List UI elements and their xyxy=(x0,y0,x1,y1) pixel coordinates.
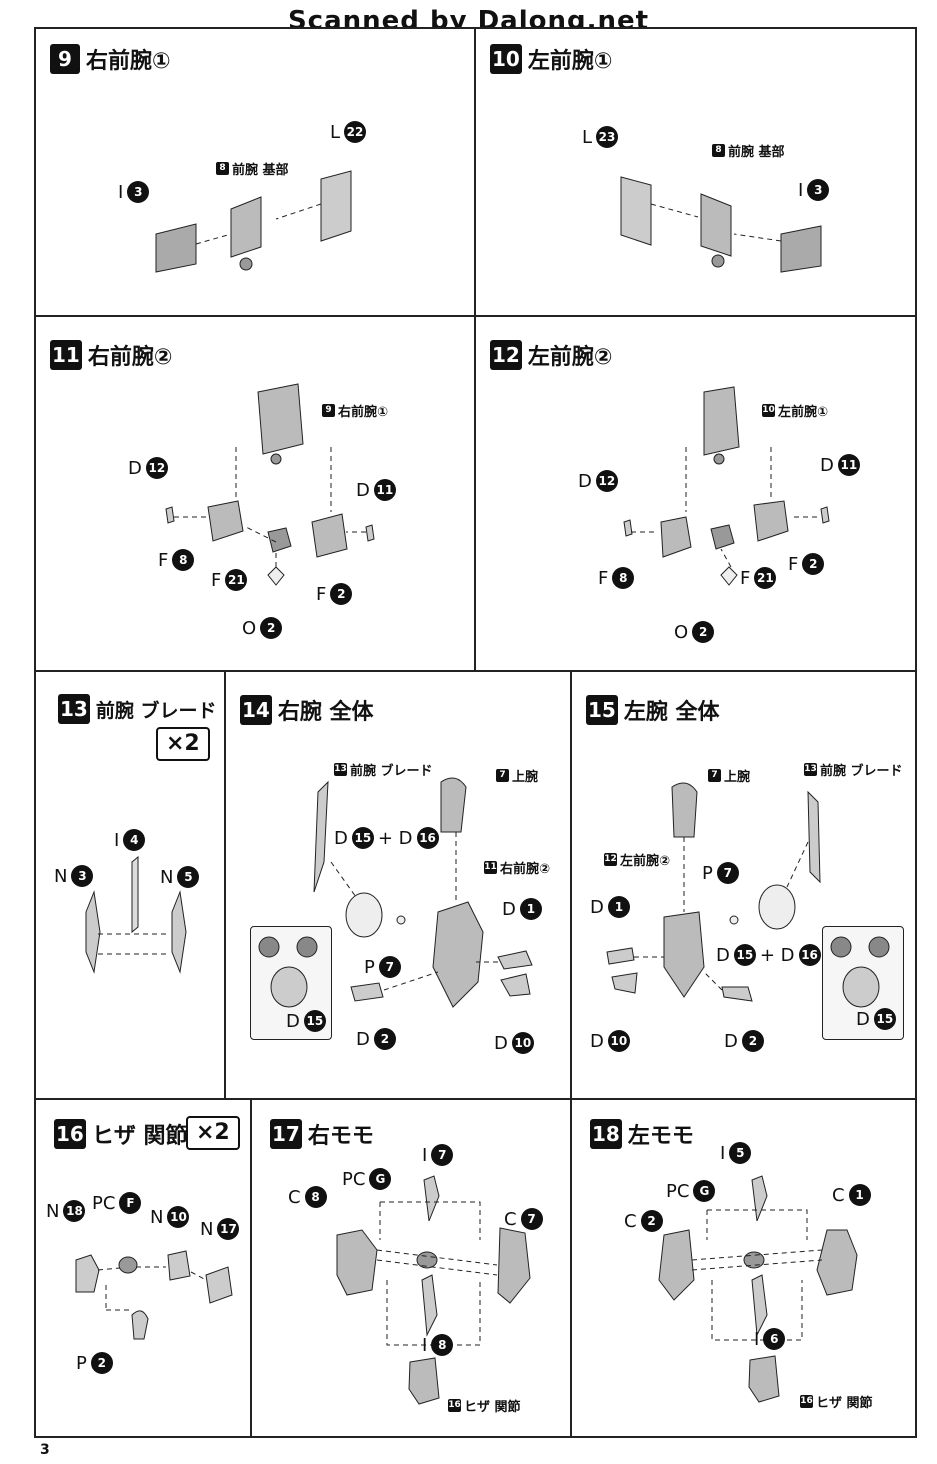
part-letter: L xyxy=(582,126,593,148)
part-number: 3 xyxy=(807,179,830,201)
step-16-diagram xyxy=(75,1250,233,1340)
multiplier-badge: ×2 xyxy=(156,727,210,761)
step-18-diagram xyxy=(658,1175,858,1403)
step-title: 右前腕① xyxy=(86,49,171,74)
step-17-diagram xyxy=(336,1175,531,1405)
part-letter: L xyxy=(330,121,341,143)
step-number: 12 xyxy=(490,340,522,370)
step-number: 14 xyxy=(240,695,272,725)
step-12-diagram xyxy=(623,386,830,586)
step-title: 左前腕② xyxy=(527,345,613,370)
part-number: 22 xyxy=(344,121,367,143)
step-title: 前腕 ブレード xyxy=(95,699,217,722)
step-title: ヒザ 関節 xyxy=(91,1124,188,1149)
step-number: 18 xyxy=(590,1119,622,1149)
page-number: 3 xyxy=(40,1442,50,1458)
step-11-diagram xyxy=(165,383,375,586)
step-title: 左前腕① xyxy=(527,49,613,74)
decal-detail-icon xyxy=(258,936,318,1008)
step-9-diagram xyxy=(155,170,352,273)
part-number: 23 xyxy=(596,126,619,148)
step-number: 15 xyxy=(586,695,618,725)
step-number: 10 xyxy=(490,44,522,74)
part-letter: I xyxy=(118,181,124,203)
step-15-diagram xyxy=(606,782,821,1002)
step-number: 13 xyxy=(58,694,90,724)
step-title: 左モモ xyxy=(627,1124,694,1149)
decal-detail-icon xyxy=(830,936,890,1008)
step-number: 16 xyxy=(54,1119,86,1149)
detail-inset xyxy=(250,926,332,1040)
step-number: 9 xyxy=(50,44,80,74)
part-letter: I xyxy=(798,179,804,201)
step-number: 17 xyxy=(270,1119,302,1149)
step-10-diagram xyxy=(620,176,822,273)
step-14-diagram xyxy=(313,777,533,1008)
step-title: 左腕 全体 xyxy=(623,700,720,725)
step-title: 右モモ xyxy=(307,1124,374,1149)
multiplier-badge: ×2 xyxy=(186,1116,240,1150)
step-title: 右腕 全体 xyxy=(277,700,374,725)
step-13-diagram xyxy=(85,855,187,974)
part-number: 3 xyxy=(127,181,150,203)
step-number: 11 xyxy=(50,340,82,370)
step-title: 右前腕② xyxy=(87,345,173,370)
